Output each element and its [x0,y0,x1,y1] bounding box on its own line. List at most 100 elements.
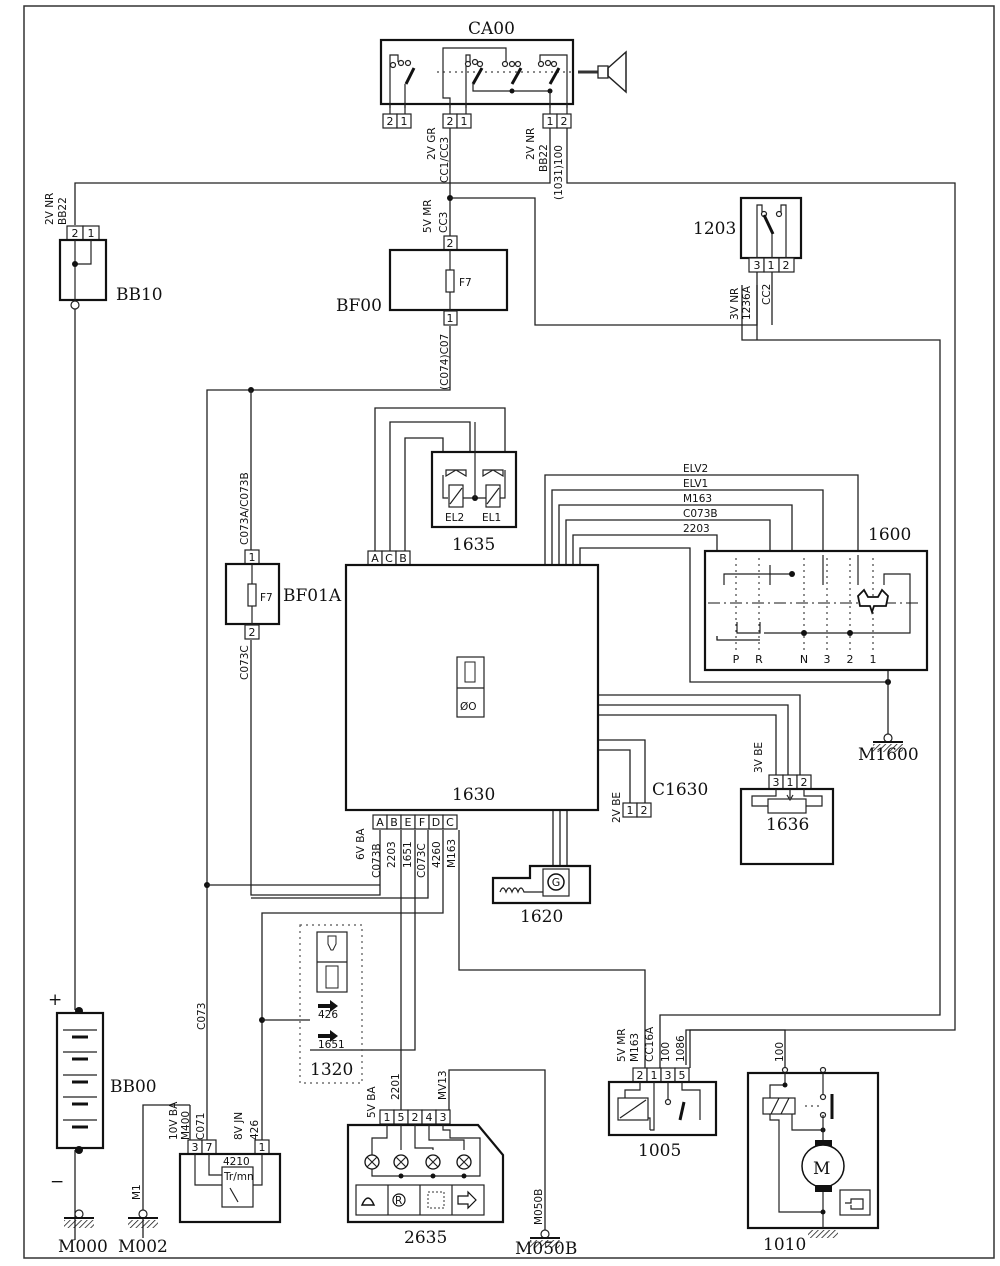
svg-text:2203: 2203 [386,841,398,868]
svg-text:C073C: C073C [416,843,428,878]
svg-text:3V NR: 3V NR [729,288,741,320]
ecu-symbol: ØO [460,701,477,713]
svg-text:2V GR: 2V GR [426,127,438,160]
svg-text:CC1/CC3: CC1/CC3 [439,137,451,183]
svg-text:3: 3 [192,1141,199,1154]
svg-text:B: B [399,552,407,565]
svg-text:1: 1 [627,804,634,817]
svg-text:10V BA: 10V BA [168,1101,180,1140]
svg-text:(1031)100: (1031)100 [553,145,565,200]
svg-text:1236A: 1236A [741,285,753,320]
svg-text:M050B: M050B [533,1189,545,1225]
svg-text:A: A [371,552,379,565]
svg-text:BB22: BB22 [538,144,550,172]
svg-text:2: 2 [72,227,79,240]
warning-lamp-icon [360,1197,376,1206]
svg-text:2: 2 [447,237,454,250]
valve-icon [445,469,467,478]
generator-icon [547,873,565,891]
svg-text:1600: 1600 [868,525,911,545]
component-CA00: CA00 2 1 2 1 1 2 [379,19,627,129]
svg-text:1620: 1620 [520,907,563,927]
lamp-icons [364,1154,472,1170]
svg-text:C073A/C073B: C073A/C073B [239,472,251,545]
svg-text:−: − [50,1172,64,1192]
svg-text:C073B: C073B [371,843,383,878]
svg-text:8V JN: 8V JN [233,1112,245,1140]
component-1630: A C B ØO 1630 A B E F D C 6V BA C073B 22… [344,550,600,878]
svg-text:+: + [48,990,62,1010]
svg-text:1005: 1005 [638,1141,681,1161]
svg-text:BB22: BB22 [57,197,69,225]
svg-text:1651: 1651 [318,1039,345,1051]
svg-text:M002: M002 [118,1237,168,1257]
label-CA00: CA00 [468,19,515,39]
svg-text:P: P [733,653,740,666]
component-1005: 5V MR M163 CC16A 100 1086 2 1 3 5 1005 [607,1026,718,1161]
svg-text:2201: 2201 [390,1073,402,1100]
starter-icon [839,1189,871,1216]
svg-text:2: 2 [801,776,808,789]
svg-text:E: E [405,816,412,829]
component-2635: 5V BA 2201 MV13 1 5 2 4 3 R 2635 [346,1065,505,1248]
svg-text:BB10: BB10 [116,285,163,305]
svg-text:5V BA: 5V BA [366,1086,378,1118]
svg-text:C073B: C073B [683,508,718,520]
svg-text:M1600: M1600 [858,745,919,765]
ground-M1600: M1600 [858,733,919,765]
arrow-right-icon [457,1190,477,1210]
svg-text:1: 1 [401,115,408,128]
svg-text:2635: 2635 [404,1228,447,1248]
svg-text:426: 426 [318,1009,338,1021]
component-BB00: + − BB00 [48,990,157,1192]
svg-text:2203: 2203 [683,523,710,535]
svg-text:1: 1 [768,259,775,272]
component-C1630: 2V BE 1 2 C1630 [611,775,708,823]
svg-text:1: 1 [787,776,794,789]
reverse-lamp-icon [392,1193,406,1207]
svg-text:M1: M1 [131,1184,143,1200]
flash-icon [427,1191,445,1209]
component-BF00: 5V MR CC3 2 F7 1 BF00 (C074)C07 [336,199,509,390]
svg-text:ELV1: ELV1 [683,478,708,490]
svg-text:R: R [395,1195,402,1207]
ecu-chip-icon: ØO [456,656,485,718]
svg-text:C: C [385,552,393,565]
component-BB10: 2V NR BB22 2 1 BB10 [44,193,163,310]
svg-text:1: 1 [461,115,468,128]
svg-text:(C074)C07: (C074)C07 [439,334,451,390]
svg-text:3: 3 [440,1111,447,1124]
svg-text:F: F [419,816,425,829]
svg-text:5: 5 [679,1069,686,1082]
component-4210: 10V BA M400 C071 8V JN 426 3 7 1 Tr/mn 4… [168,1085,282,1224]
svg-text:1010: 1010 [763,1235,806,1255]
svg-text:1: 1 [447,312,454,325]
svg-text:1630: 1630 [452,785,495,805]
svg-text:N: N [800,653,808,666]
svg-text:2V NR: 2V NR [44,193,56,225]
svg-text:2: 2 [249,626,256,639]
svg-text:BB00: BB00 [110,1077,157,1097]
svg-text:100: 100 [774,1042,786,1062]
svg-text:M163: M163 [683,493,712,505]
svg-text:G: G [552,876,561,889]
svg-text:3: 3 [824,653,831,666]
svg-text:R: R [755,653,763,666]
svg-text:1203: 1203 [693,219,736,239]
svg-text:3V BE: 3V BE [753,742,765,773]
ground-M050B: M050B M050B [515,1189,577,1259]
svg-text:2: 2 [387,115,394,128]
svg-text:7: 7 [206,1141,213,1154]
svg-text:1320: 1320 [310,1060,353,1080]
svg-text:5: 5 [398,1111,405,1124]
frame [23,5,995,1259]
svg-text:3: 3 [754,259,761,272]
svg-text:C: C [446,816,454,829]
svg-text:CC2: CC2 [761,284,773,305]
potentiometer-icon [767,798,807,814]
fuse-icon [445,269,455,293]
svg-text:C1630: C1630 [652,780,708,800]
svg-text:2: 2 [637,1069,644,1082]
svg-text:4210: 4210 [223,1156,250,1168]
svg-text:BF01A: BF01A [283,586,342,606]
